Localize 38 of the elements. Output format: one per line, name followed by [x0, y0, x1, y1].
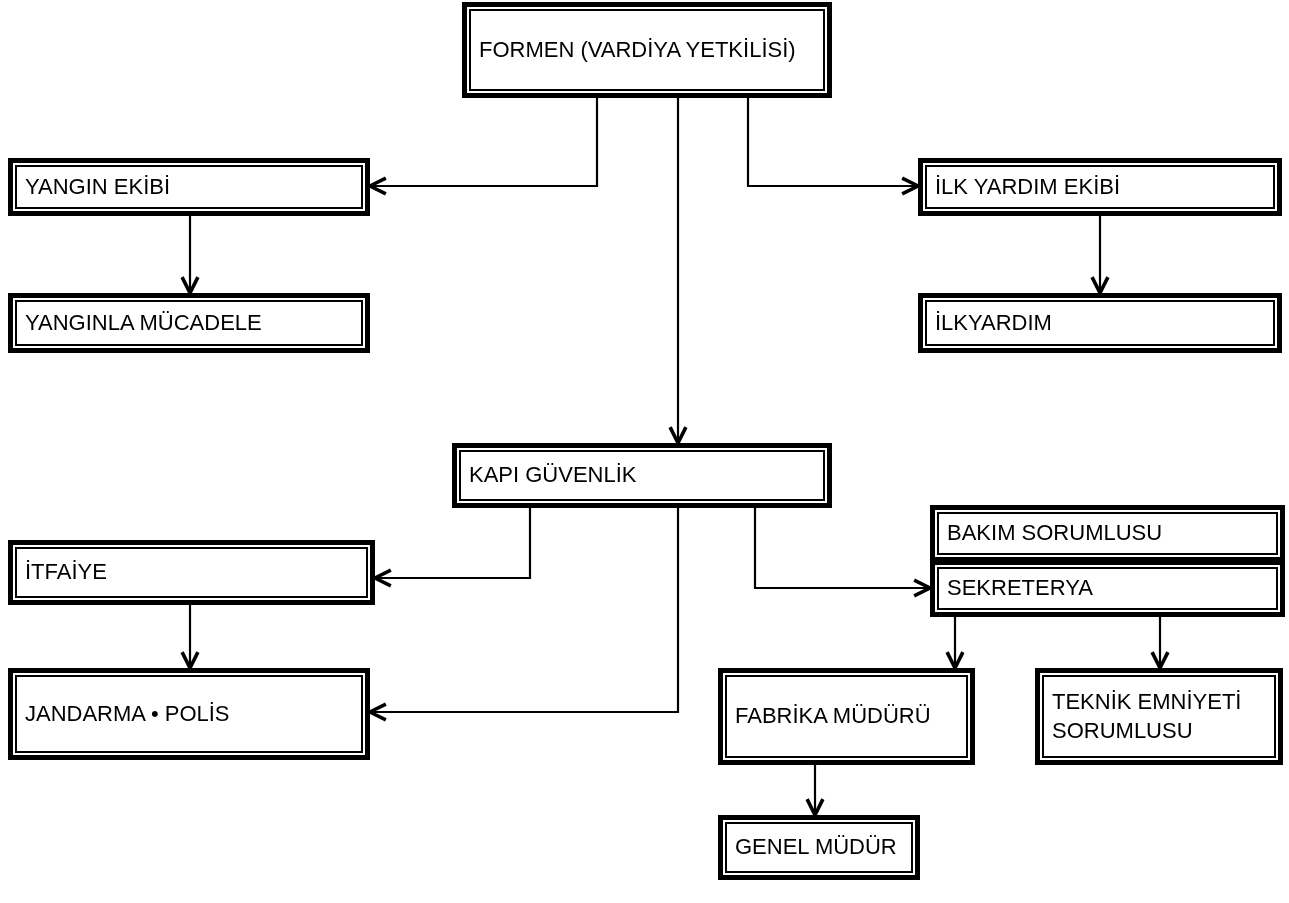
role-box — [930, 560, 1285, 617]
role-box — [8, 668, 370, 760]
role-box — [462, 2, 832, 98]
role-label: JANDARMA • POLİS — [25, 699, 230, 728]
role-box — [8, 158, 370, 216]
arrow — [945, 617, 965, 670]
arrow — [753, 508, 932, 598]
arrow — [368, 508, 680, 722]
role-box — [718, 668, 975, 765]
role-label: YANGINLA MÜCADELE — [25, 308, 262, 337]
role-box — [8, 540, 375, 605]
role-label: FABRİKA MÜDÜRÜ — [735, 702, 931, 731]
role-label: SEKRETERYA — [947, 574, 1093, 603]
arrow — [368, 98, 599, 196]
role-label: TEKNİK EMNİYETİ SORUMLUSU — [1052, 687, 1243, 745]
role-box — [918, 158, 1282, 216]
role-box — [1035, 668, 1283, 765]
role-box — [718, 815, 920, 880]
role-box — [8, 293, 370, 353]
arrow — [373, 508, 532, 588]
arrow — [1150, 617, 1170, 670]
arrow — [180, 216, 200, 295]
role-label: YANGIN EKİBİ — [25, 172, 171, 201]
arrow — [1090, 216, 1110, 295]
role-box — [930, 505, 1285, 562]
arrow — [668, 98, 688, 445]
role-box — [452, 443, 832, 508]
role-box — [918, 293, 1282, 353]
role-label: BAKIM SORUMLUSU — [947, 519, 1163, 548]
role-label: FORMEN (VARDİYA YETKİLİSİ) — [479, 35, 796, 64]
role-label: KAPI GÜVENLİK — [469, 461, 637, 490]
role-label: GENEL MÜDÜR — [735, 833, 897, 862]
role-label: İLKYARDIM — [935, 308, 1052, 337]
role-label: İTFAİYE — [25, 558, 107, 587]
arrow — [746, 98, 920, 196]
role-label: İLK YARDIM EKİBİ — [935, 172, 1121, 201]
arrow — [805, 765, 825, 817]
arrow — [180, 605, 200, 670]
